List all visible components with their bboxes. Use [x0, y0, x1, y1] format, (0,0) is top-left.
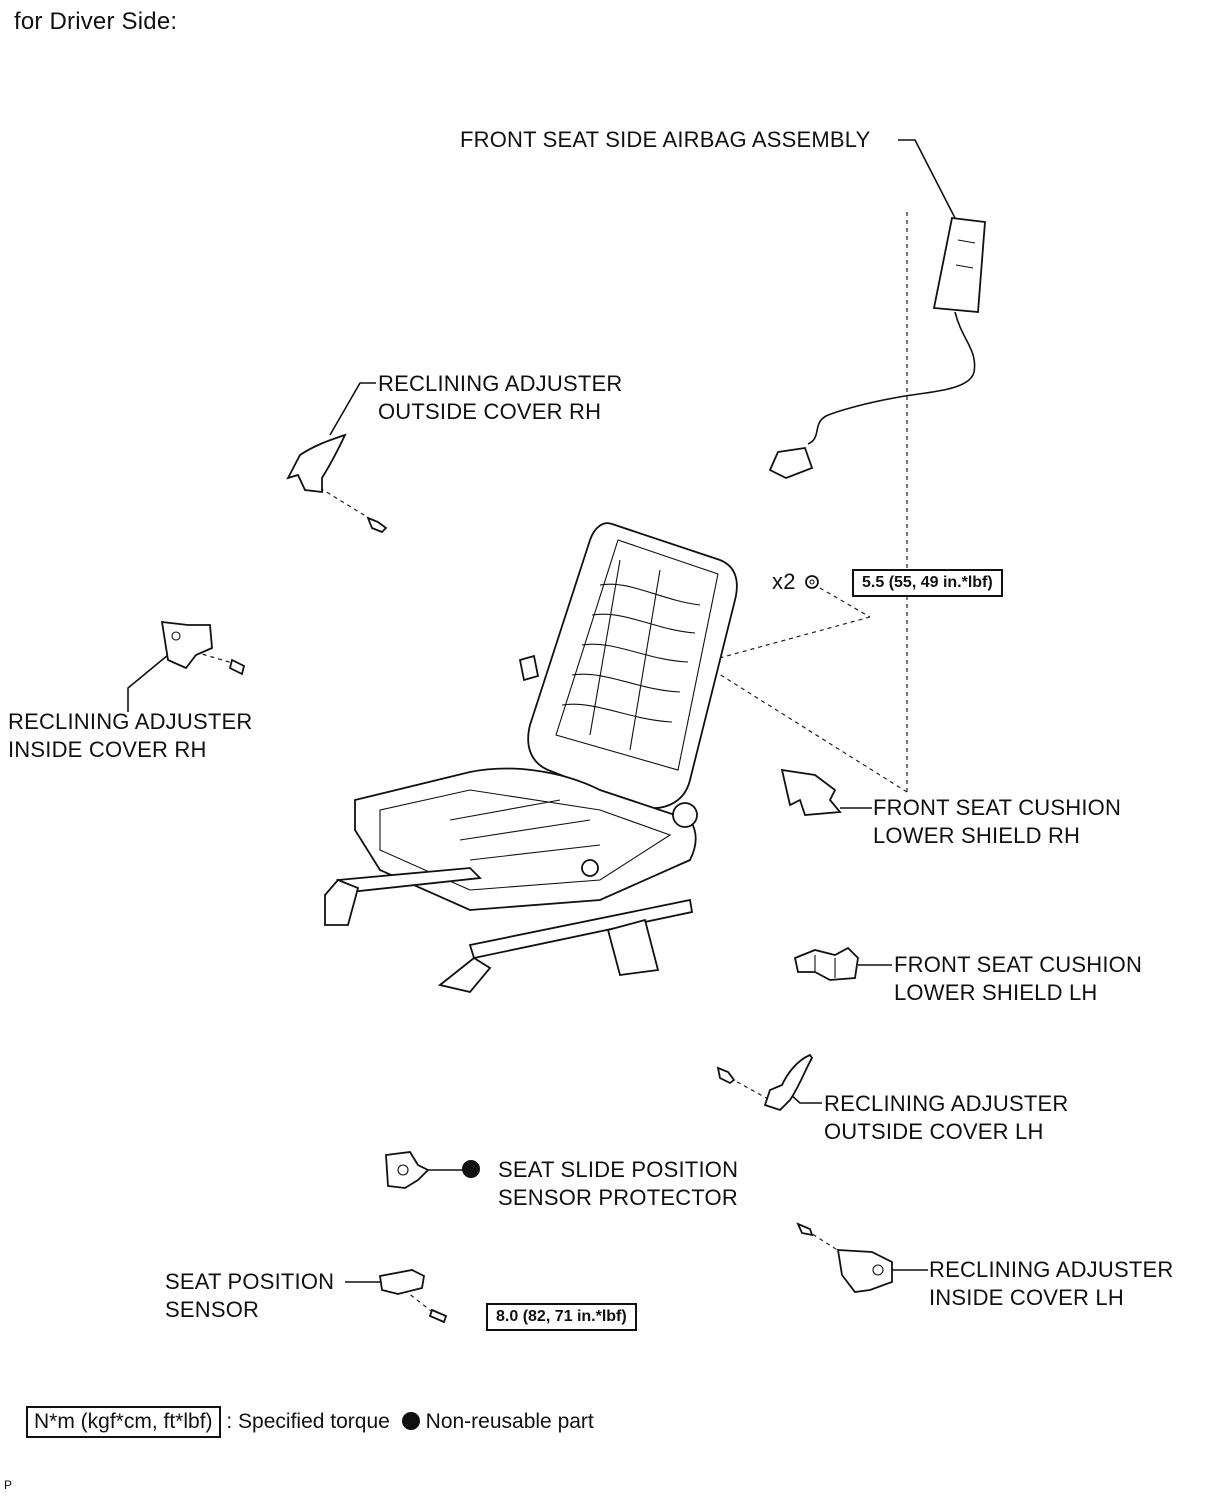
- sensor-protector: [385, 1151, 430, 1189]
- label-sensor-protector-line1: SEAT SLIDE POSITION: [498, 1157, 739, 1182]
- torque-spec-nut: 5.5 (55, 49 in.*lbf): [852, 569, 1003, 597]
- assembly-lines: [194, 212, 908, 1319]
- cushion-shield-lh: [793, 946, 859, 981]
- quantity-label: x2: [772, 569, 796, 594]
- side-airbag-assembly: [768, 217, 986, 479]
- legend: N*m (kgf*cm, ft*lbf) : Specified torque …: [26, 1406, 594, 1438]
- label-recliner-outside-rh-line2: OUTSIDE COVER RH: [378, 399, 602, 424]
- label-recliner-inside-lh-line1: RECLINING ADJUSTER: [929, 1257, 1174, 1282]
- recliner-outside-cover-rh: [286, 433, 388, 534]
- label-recliner-outside-rh-line1: RECLINING ADJUSTER: [378, 371, 623, 396]
- legend-torque-text: : Specified torque: [226, 1410, 390, 1433]
- torque-spec-bolt: 8.0 (82, 71 in.*lbf): [486, 1303, 637, 1331]
- label-recliner-inside-rh-line2: INSIDE COVER RH: [8, 737, 207, 762]
- leader-lines: [127, 139, 956, 1283]
- label-cushion-shield-rh-line2: LOWER SHIELD RH: [873, 823, 1081, 848]
- label-recliner-outside-lh-line1: RECLINING ADJUSTER: [824, 1091, 1069, 1116]
- non-reusable-dot-icon: [462, 1160, 480, 1178]
- label-side-airbag: FRONT SEAT SIDE AIRBAG ASSEMBLY: [460, 127, 871, 152]
- recliner-outside-cover-lh: [716, 1053, 814, 1112]
- label-cushion-shield-rh-line1: FRONT SEAT CUSHION: [873, 795, 1122, 820]
- footer-code: P: [4, 1478, 13, 1492]
- recliner-inside-cover-rh: [160, 620, 246, 676]
- legend-non-reusable-dot-icon: [401, 1412, 420, 1430]
- cushion-shield-rh: [780, 768, 842, 816]
- label-seat-position-sensor-line1: SEAT POSITION: [165, 1269, 335, 1294]
- recliner-inside-cover-lh: [796, 1222, 893, 1293]
- legend-non-reusable-text: Non-reusable part: [425, 1410, 594, 1433]
- page-title: for Driver Side:: [14, 8, 178, 35]
- legend-torque-box: N*m (kgf*cm, ft*lbf): [26, 1406, 221, 1438]
- seat-frame: [324, 522, 738, 994]
- label-sensor-protector-line2: SENSOR PROTECTOR: [498, 1185, 738, 1210]
- label-cushion-shield-lh-line2: LOWER SHIELD LH: [894, 980, 1098, 1005]
- label-seat-position-sensor-line2: SENSOR: [165, 1297, 260, 1322]
- label-recliner-outside-lh-line2: OUTSIDE COVER LH: [824, 1119, 1044, 1144]
- seat-position-sensor: [378, 1269, 448, 1324]
- label-recliner-inside-rh-line1: RECLINING ADJUSTER: [8, 709, 253, 734]
- nut-part: [805, 575, 819, 589]
- label-recliner-inside-lh-line2: INSIDE COVER LH: [929, 1285, 1124, 1310]
- label-cushion-shield-lh-line1: FRONT SEAT CUSHION: [894, 952, 1143, 977]
